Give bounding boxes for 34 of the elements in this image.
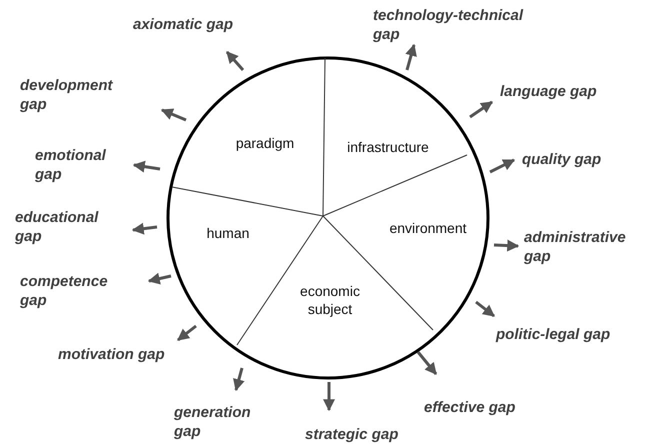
gap-label: quality gap	[522, 150, 602, 169]
arrow	[494, 240, 520, 252]
sector-label: human	[173, 224, 283, 242]
gap-label: generation gap	[174, 403, 264, 441]
gap-label: technology-technical gap	[373, 6, 543, 44]
arrow	[469, 100, 493, 118]
divided-circle	[166, 56, 490, 380]
gap-label: axiomatic gap	[133, 15, 234, 34]
arrow	[405, 44, 417, 70]
arrow	[132, 160, 160, 173]
arrow	[226, 51, 244, 71]
gap-label: motivation gap	[58, 345, 165, 364]
sector-label: environment	[373, 219, 483, 237]
gap-label: educational gap	[15, 208, 110, 246]
gap-label: strategic gap	[305, 425, 398, 444]
sector-label: economic subject	[285, 282, 375, 318]
gap-label: administrative gap	[524, 228, 644, 266]
sector-label: paradigm	[210, 134, 320, 152]
arrow	[132, 222, 158, 235]
sector-label: infrastructure	[333, 138, 443, 156]
gap-label: effective gap	[424, 398, 516, 417]
gap-label: development gap	[20, 76, 125, 114]
arrow	[489, 158, 516, 174]
arrow	[233, 368, 245, 392]
arrow	[177, 324, 197, 342]
arrow	[416, 351, 438, 375]
gap-label: emotional gap	[35, 146, 120, 184]
arrow	[475, 300, 495, 318]
gap-label: competence gap	[20, 272, 120, 310]
gap-label: language gap	[500, 82, 597, 101]
arrow	[148, 272, 172, 284]
arrow	[160, 108, 187, 122]
arrow	[323, 382, 335, 412]
gap-label: politic-legal gap	[496, 325, 610, 344]
